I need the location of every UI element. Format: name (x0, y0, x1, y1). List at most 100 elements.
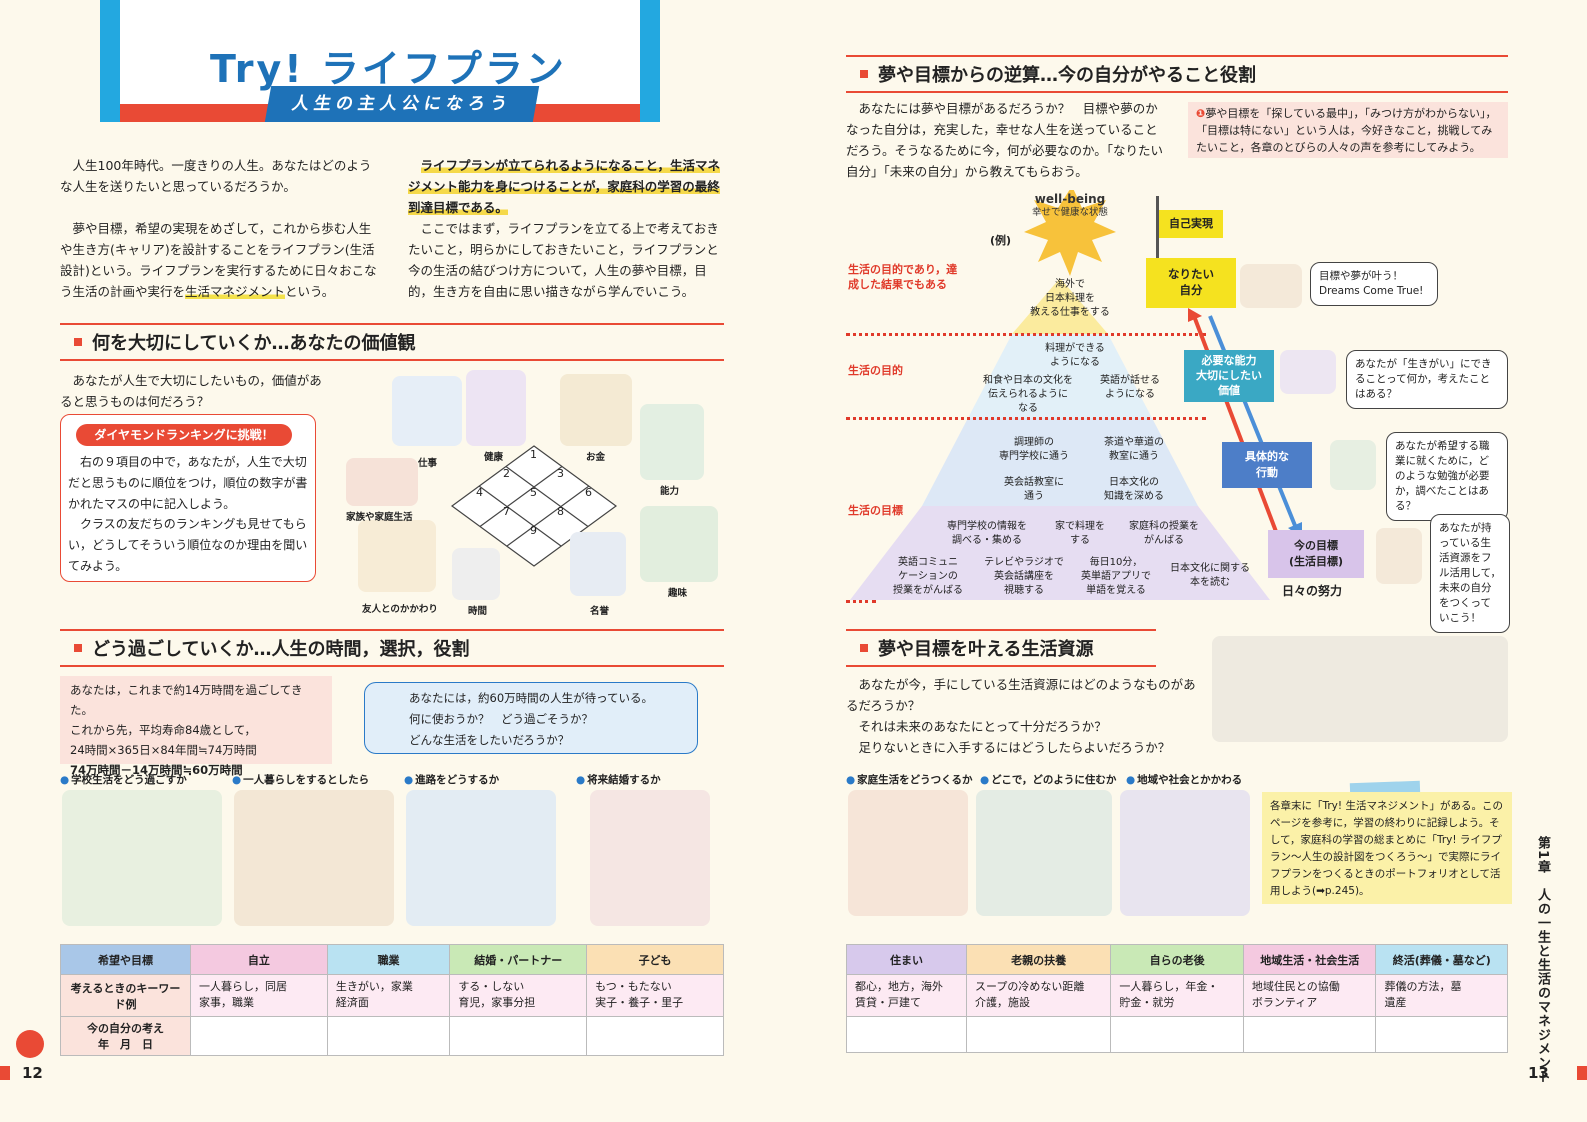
pyramid-l3-4: 日本文化の 知識を深める (1104, 477, 1164, 502)
resources-line-3: 足りないときに入手するにはどうしたらよいだろうか？ (858, 740, 1171, 755)
col-occupation: 職業 (326, 944, 451, 975)
section-backcasting-heading: 夢や目標からの逆算…今の自分がやること役割 (846, 55, 1508, 93)
illustration-community (1120, 790, 1250, 916)
time-bubble: あなたには，約60万時間の人生が待っている。 何に使おうか？ どう過ごそうか？ … (364, 682, 698, 754)
label-life-goal: 生活の目標 (848, 504, 903, 517)
illustration-housing (976, 790, 1112, 916)
keyword-community-life: 地域住民との協働 ボランティア (1242, 974, 1377, 1017)
own-thought-independence[interactable] (190, 1016, 328, 1056)
bullet-living-alone: 一人暮らしをするとしたら (232, 772, 369, 787)
own-thought-community-life[interactable] (1242, 1016, 1377, 1053)
intro-p2: 夢や目標，希望の実現をめざして，これから歩む人生や生き方(キャリア)を設計するこ… (60, 221, 377, 299)
own-thought-occupation[interactable] (326, 1016, 451, 1056)
page-marker-left (0, 1066, 10, 1080)
label-money: お金 (586, 452, 606, 463)
label-honor: 名誉 (590, 606, 610, 617)
keyword-marriage: する・しない 育児，家事分担 (449, 974, 588, 1017)
intro-p1: 人生100年時代。一度きりの人生。あなたはどのような人生を送りたいと思っているだ… (60, 158, 372, 194)
time-bubble-line-3: どんな生活をしたいだろうか？ (409, 733, 570, 747)
pyramid-l4-5: テレビやラジオで 英会話講座を 視聴する (984, 557, 1064, 596)
intro-right: ここではまず，ライフプランを立てる上で考えておきたいこと，明らかにしておきたいこ… (408, 221, 719, 299)
pyramid-l3-3: 英会話教室に 通う (1004, 477, 1064, 502)
col-marriage: 結婚・パートナー (449, 944, 588, 975)
intro-right-highlight: ライフプランが立てられるようになること，生活マネジメント能力を身につけることが，… (408, 158, 721, 215)
own-thought-children[interactable] (586, 1016, 724, 1056)
diamond-ranking-p2: クラスの友だちのランキングも見せてもらい，どうしてそういう順位なのか理由を聞いて… (68, 517, 308, 573)
diamond-num-7: 7 (503, 505, 510, 518)
bullet-marriage: 将来結婚するか (576, 772, 661, 787)
diamond-num-9: 9 (530, 524, 537, 537)
bird-logo-icon (16, 1030, 44, 1058)
right-life-table: 住まい 老親の扶養 自らの老後 地域生活・社会生活 終活(葬儀・墓など) 都心，… (846, 944, 1508, 1053)
illustration-work (392, 376, 462, 446)
bullet-community: 地域や社会とかかわる (1126, 772, 1242, 787)
col-elder-care: 老親の扶養 (965, 944, 1112, 975)
label-time: 時間 (468, 606, 488, 617)
square-bullet-icon (860, 70, 868, 78)
label-ability: 能力 (660, 486, 680, 497)
keyword-independence: 一人暮らし，同居 家事，職業 (190, 974, 328, 1017)
section-time-heading: どう過ごしていくか…人生の時間，選択，役割 (60, 629, 724, 667)
portfolio-note: 各章末に「Try! 生活マネジメント」がある。このページを参考に，学習の終わりに… (1262, 792, 1512, 904)
diamond-num-6: 6 (585, 486, 592, 499)
keyword-end-of-life: 葬儀の方法，墓 遺産 (1375, 974, 1508, 1017)
time-bubble-line-1: あなたには，約60万時間の人生が待っている。 (409, 691, 654, 705)
daily-effort-label: 日々の努力 (1282, 584, 1343, 598)
illustration-time (452, 548, 500, 600)
illustration-home-life (848, 790, 968, 916)
diamond-num-1: 1 (530, 448, 537, 461)
illustration-smiling-student (1376, 528, 1422, 584)
pyramid-l4-3: 家庭科の授業を がんばる (1129, 521, 1199, 546)
divider-dotted-2 (846, 417, 1206, 420)
diamond-num-4: 4 (476, 486, 483, 499)
keyword-elder-care: スープの冷めない距離 介護，施設 (965, 974, 1112, 1017)
square-bullet-icon (860, 644, 868, 652)
keyword-children: もつ・もたない 実子・養子・里子 (586, 974, 724, 1017)
banner-subtitle: 人生の主人公になろう (264, 86, 540, 122)
illustration-money (560, 374, 632, 446)
own-thought-end-of-life[interactable] (1375, 1016, 1508, 1053)
bubble-dreams-come-true: 目標や夢が叶う！ Dreams Come True! (1310, 262, 1438, 306)
own-thought-own-old-age[interactable] (1110, 1016, 1244, 1053)
pyramid-l4-6: 毎日10分， 英単語アプリで 単語を覚える (1081, 557, 1151, 596)
example-label: (例) (990, 234, 1012, 247)
col-children: 子ども (586, 944, 724, 975)
row-own-thought-label: 今の自分の考え 年 月 日 (60, 1016, 191, 1056)
time-bubble-line-2: 何に使おうか？ どう過ごそうか？ (409, 712, 593, 726)
square-bullet-icon (74, 338, 82, 346)
label-work: 仕事 (418, 458, 438, 469)
label-family: 家族や家庭生活 (346, 512, 413, 523)
box-ideal-self: なりたい 自分 (1146, 258, 1236, 308)
time-calc-line-2: これから先，平均寿命84歳として， (70, 723, 256, 737)
label-purpose-result: 生活の目的であり，達成した結果でもある (848, 263, 958, 291)
chapter-side-title: 第1章 人の一生と生活のマネジメント (1535, 836, 1550, 1085)
illustration-school-life (62, 790, 222, 926)
flag-self-realization: 自己実現 (1159, 210, 1223, 238)
bullet-home-life: 家庭生活をどうつくるか (846, 772, 972, 787)
section-resources-heading: 夢や目標を叶える生活資源 (846, 629, 1156, 667)
own-thought-marriage[interactable] (449, 1016, 588, 1056)
goal-pyramid (850, 190, 1270, 600)
col-community-life: 地域生活・社会生活 (1242, 944, 1377, 975)
keyword-own-old-age: 一人暮らし，年金・ 貯金・就労 (1110, 974, 1244, 1017)
time-calc-line-1: あなたは，これまで約14万時間を過ごしてきた。 (70, 683, 303, 717)
bubble-resources: あなたが持っている生活資源をフル活用して，未来の自分をつくっていこう！ (1430, 514, 1510, 633)
time-calc-box: あなたは，これまで約14万時間を過ごしてきた。 これから先，平均寿命84歳として… (60, 676, 332, 777)
illustration-life-resources (1212, 636, 1508, 742)
bubble-career-study: あなたが希望する職業に就くために，どのような勉強が必要か，調べたことはある？ (1386, 432, 1508, 521)
label-life-purpose: 生活の目的 (848, 364, 903, 377)
illustration-friends (358, 520, 436, 592)
left-life-table: 希望や目標 自立 職業 結婚・パートナー 子ども 考えるときのキーワード例 一人… (60, 944, 724, 1056)
bullet-school-life: 学校生活をどう過ごすか (60, 772, 187, 787)
keyword-occupation: 生きがい，家業 経済面 (326, 974, 451, 1017)
pyramid-l4-4: 英語コミュニ ケーションの 授業をがんばる (893, 557, 963, 596)
illustration-career-path (406, 790, 556, 926)
page-number-left: 12 (22, 1064, 43, 1082)
divider-dotted-1 (846, 333, 1206, 336)
backcasting-text: あなたには夢や目標があるだろうか？ 目標や夢のかなった自分は，充実した，幸せな人… (846, 101, 1164, 179)
own-thought-housing[interactable] (846, 1016, 967, 1053)
pyramid-l2-1: 料理ができる ようになる (1045, 343, 1105, 368)
arrow-red-up (1188, 308, 1302, 543)
own-thought-elder-care[interactable] (965, 1016, 1112, 1053)
illustration-marriage (590, 790, 710, 926)
